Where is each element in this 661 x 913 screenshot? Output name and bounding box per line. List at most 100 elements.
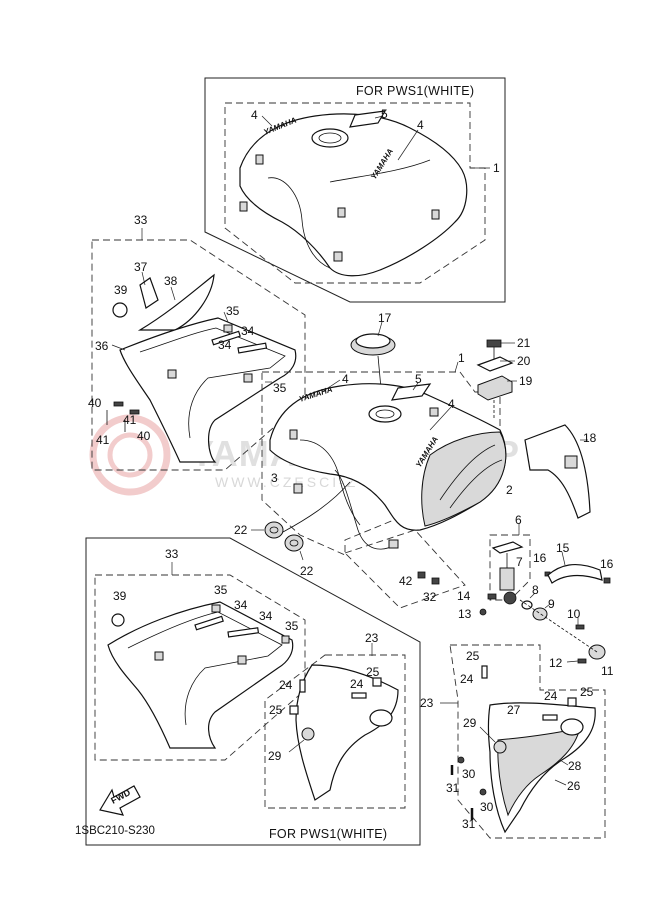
- leader-17: [377, 321, 383, 337]
- leader-15: [561, 551, 566, 566]
- callout-41: 41: [96, 433, 110, 447]
- leader-5a: [374, 115, 384, 119]
- callout-34: 34: [241, 324, 255, 338]
- fuel-cap-top: [355, 333, 391, 349]
- tank-shroud-shaded: [421, 431, 507, 527]
- tank-bracket-a: [255, 154, 264, 165]
- fuel-cock-knob: [503, 591, 517, 605]
- callout-18: 18: [583, 431, 597, 445]
- damper-19: [477, 375, 513, 401]
- main-filler-inner: [375, 409, 395, 419]
- heat-shield-18: 18: [524, 424, 597, 519]
- leader-9: [544, 603, 551, 609]
- grommet-29b: [493, 740, 507, 754]
- callout-34: 34: [234, 598, 248, 612]
- watermark-ring-inner: [107, 432, 153, 478]
- callout-24: 24: [350, 677, 364, 691]
- callout-32: 32: [423, 590, 437, 604]
- emblem-sticker: [349, 110, 387, 128]
- o-ring-8: [521, 600, 533, 610]
- tank-side-edge: [329, 159, 431, 183]
- front-cowl-group: 23 29 25 24 24 25 27 28 26 30 31 30 31: [420, 644, 606, 839]
- white-cover-variant-group: FOR PWS1(WHITE) 33 39 35 34 34 35 23 29 …: [85, 537, 421, 846]
- main-tank-group: 17 YAMAHA YAMAHA 1 4 5 4 3 2: [261, 311, 513, 609]
- variant-label-bottom: FOR PWS1(WHITE): [269, 827, 387, 841]
- leader-37: [141, 271, 146, 286]
- callout-15: 15: [556, 541, 570, 555]
- fuel-cock-body: [499, 567, 515, 591]
- callout-5: 5: [381, 107, 388, 121]
- graphic-stripe-38: [137, 273, 215, 331]
- callout-21: 21: [517, 336, 531, 350]
- callout-22: 22: [234, 523, 248, 537]
- leader-4d: [429, 405, 453, 431]
- clip-16b: [603, 577, 611, 584]
- screw-13: [479, 608, 487, 616]
- white-clip-b: [237, 655, 247, 665]
- callout-28: 28: [568, 759, 582, 773]
- callout-22: 22: [300, 564, 314, 578]
- leader-1b: [454, 361, 459, 373]
- callout-9: 9: [548, 597, 555, 611]
- white-clip-a: [154, 651, 164, 661]
- callout-40: 40: [88, 396, 102, 410]
- damper-25b: [289, 705, 299, 715]
- tank-clips: 42 32: [399, 571, 440, 604]
- leader-22b: [299, 550, 304, 561]
- spring-9: [532, 607, 548, 621]
- cover-clip-c: [223, 324, 233, 333]
- leader-12: [566, 660, 579, 663]
- callout-4: 4: [342, 372, 349, 386]
- tank-seam: [267, 177, 331, 269]
- callout-6: 6: [515, 513, 522, 527]
- fuel-hose-15: [547, 563, 603, 584]
- white-clip-d: [281, 635, 290, 644]
- callout-30: 30: [480, 800, 494, 814]
- callout-17: 17: [378, 311, 392, 325]
- front-cowl-shaded: [497, 727, 581, 817]
- callout-35: 35: [273, 381, 287, 395]
- callout-4: 4: [417, 118, 424, 132]
- callout-39: 39: [113, 589, 127, 603]
- main-tank-dashed-frame: [261, 371, 501, 556]
- round-emblem-white: [111, 613, 125, 627]
- callout-19: 19: [519, 374, 533, 388]
- callout-24: 24: [460, 672, 474, 686]
- clip-42: [417, 571, 426, 579]
- watermark-ring: [89, 414, 171, 496]
- callout-25: 25: [580, 685, 594, 699]
- drawing-code: 1SBC210-S230: [75, 825, 155, 837]
- main-bracket-c: [429, 407, 439, 417]
- fuel-cock-dashed-box: [489, 534, 531, 601]
- callout-12: 12: [549, 656, 563, 670]
- callout-4: 4: [448, 397, 455, 411]
- leader-26: [554, 779, 567, 786]
- callout-33: 33: [165, 547, 179, 561]
- callout-39: 39: [114, 283, 128, 297]
- cushion-line: [282, 481, 351, 533]
- side-cover-white-inner: [127, 611, 283, 726]
- fuel-cock-assembly: 6 7 14 13 16 15 16 8 9 10 11 12: [457, 513, 614, 678]
- leader-8: [529, 592, 536, 599]
- clip-32: [431, 577, 440, 585]
- callout-14: 14: [457, 589, 471, 603]
- strip-24b: [351, 692, 367, 699]
- callout-35: 35: [285, 619, 299, 633]
- callout-38: 38: [164, 274, 178, 288]
- callout-20: 20: [517, 354, 531, 368]
- heat-shield-clip: [564, 455, 578, 469]
- callout-16: 16: [600, 557, 614, 571]
- white-stripe-34a: [194, 615, 224, 631]
- side-cover-white: [107, 601, 294, 749]
- callout-8: 8: [532, 583, 539, 597]
- white-clip-c: [211, 604, 221, 613]
- strip-24d: [542, 714, 558, 721]
- leader-29b: [479, 726, 496, 743]
- cowl-vent: [560, 718, 584, 736]
- leader-4a: [261, 115, 273, 127]
- callout-25: 25: [269, 703, 283, 717]
- callout-37: 37: [134, 260, 148, 274]
- leader-5b: [412, 382, 419, 391]
- main-filler-neck: [368, 405, 402, 423]
